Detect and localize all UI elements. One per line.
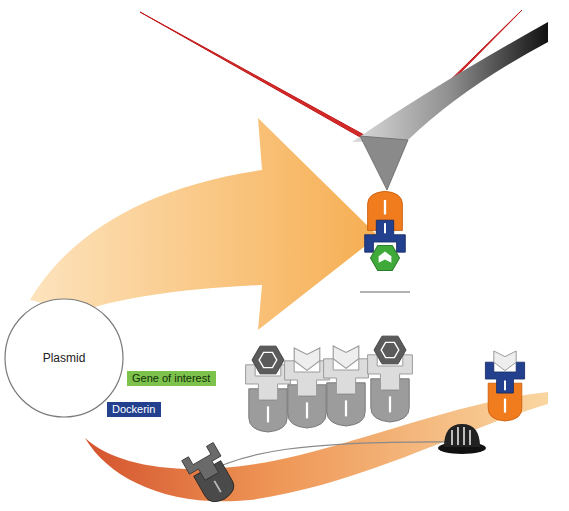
label-text: Dockerin	[112, 403, 156, 416]
dockerin-label-box: Dockerin	[107, 402, 161, 417]
ligand-mark	[259, 352, 277, 367]
highlight	[306, 402, 308, 418]
enzyme-complex	[485, 351, 524, 421]
highlight	[384, 200, 386, 215]
surface-line	[360, 292, 410, 293]
ligand-hexagon	[371, 245, 400, 270]
afm-cantilever	[352, 22, 548, 142]
highlight	[384, 223, 386, 233]
highlight	[389, 396, 391, 412]
grey-complex	[324, 346, 369, 426]
anchor-module	[182, 443, 241, 508]
grey-complex	[285, 348, 330, 428]
ligand-mark	[381, 342, 399, 357]
surface-anchor	[438, 424, 486, 454]
highlight	[267, 406, 269, 422]
process-arrow	[30, 118, 378, 330]
label-text: Gene of interest	[132, 372, 211, 385]
highlight	[504, 380, 506, 390]
circle-outline	[5, 299, 123, 417]
dockerin-module	[182, 443, 228, 486]
anchor-ridge	[457, 427, 458, 445]
plasmid-circle: Plasmid	[4, 298, 124, 418]
anchor-dome	[444, 424, 480, 447]
ligand-chevron	[294, 348, 320, 370]
anchor-ridge	[463, 427, 464, 445]
grey-complex	[368, 336, 413, 422]
grey-complex	[246, 346, 291, 432]
highlight	[214, 481, 221, 492]
ligand-hexagon	[374, 336, 406, 364]
anchor-ridge	[451, 430, 452, 445]
highlight	[504, 399, 506, 413]
label-text: Plasmid	[43, 351, 86, 365]
ligand-hexagon	[252, 346, 284, 374]
ligand-chevron	[494, 351, 516, 371]
anchor-ridge	[469, 430, 470, 445]
tip-complex	[365, 191, 406, 270]
highlight	[345, 400, 347, 416]
scaffold-backbone	[200, 442, 470, 476]
afm-tip	[360, 136, 408, 190]
gene-label-box: Gene of interest	[127, 371, 216, 386]
ligand-chevron	[333, 346, 359, 368]
ligand-mark	[379, 252, 392, 263]
